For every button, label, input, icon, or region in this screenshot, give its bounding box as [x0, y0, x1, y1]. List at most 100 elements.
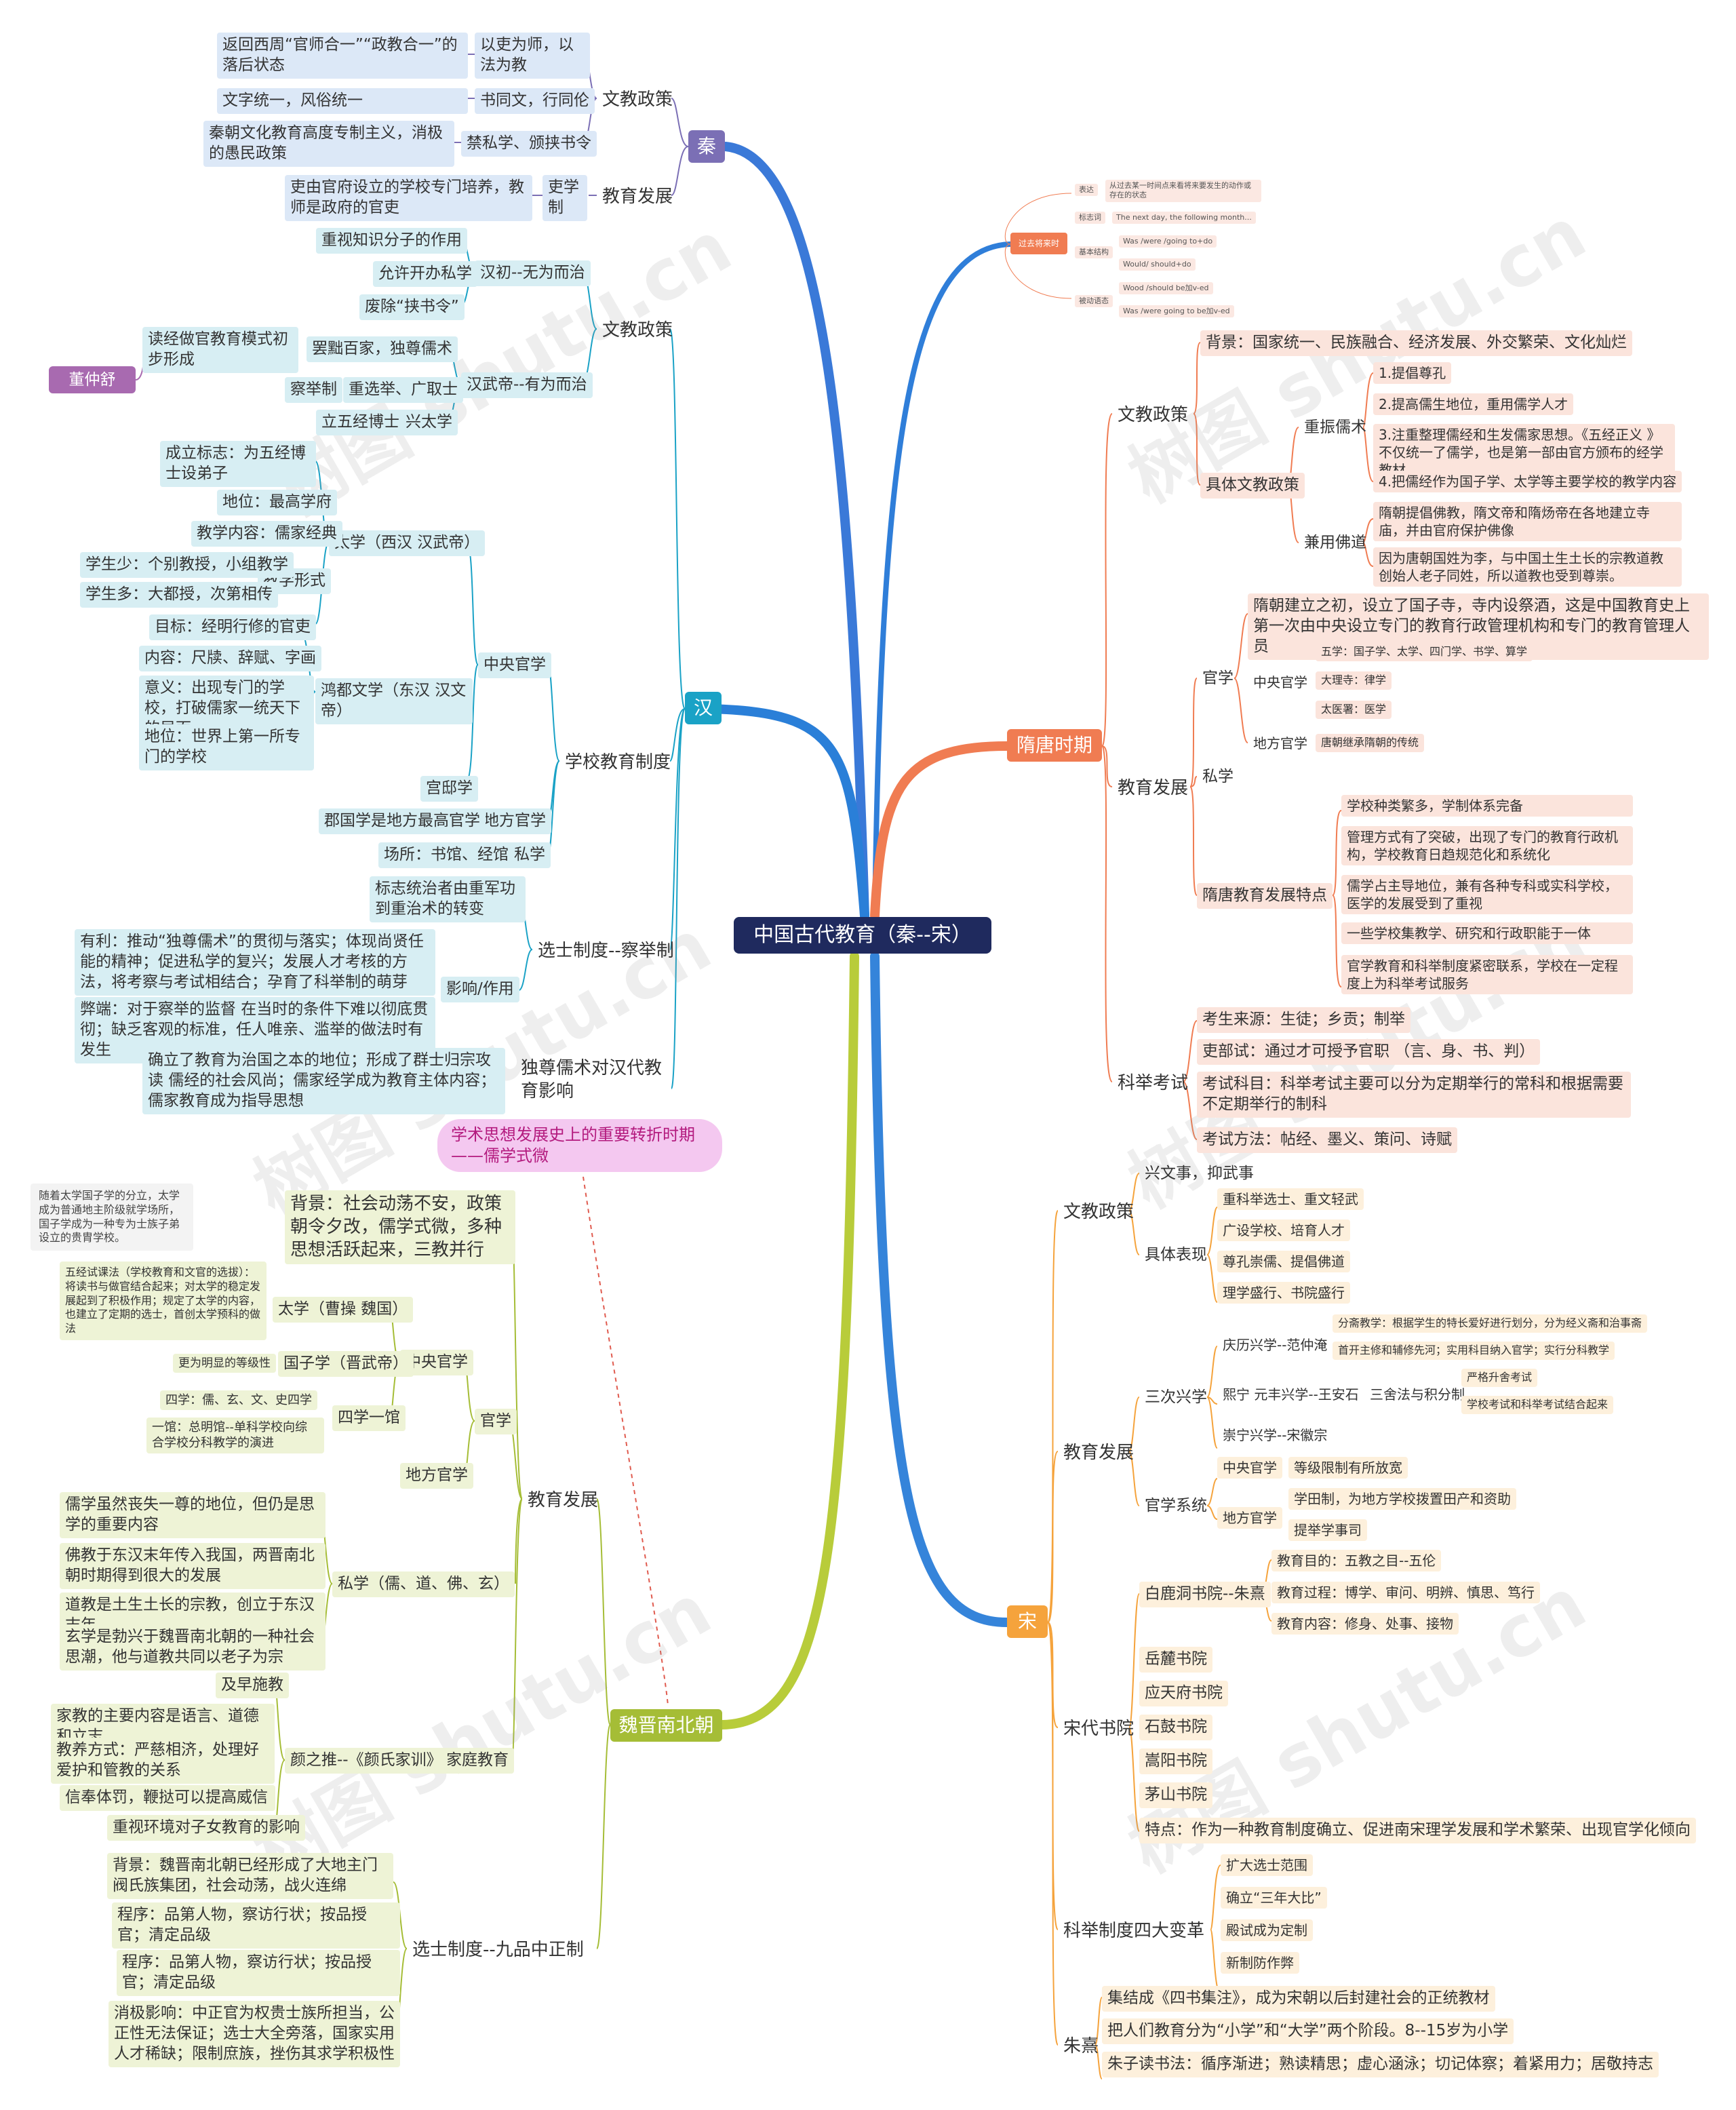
song-item: 集结成《四书集注》，成为宋朝以后封建社会的正统教材	[1102, 1986, 1495, 2012]
suitang-local-school[interactable]: 地方官学	[1253, 735, 1307, 751]
wei-local-school[interactable]: 地方官学	[400, 1463, 473, 1489]
suitang-zhenru[interactable]: 重振儒术	[1304, 418, 1366, 436]
wei-item-detail: 五经试课法（学校教育和文官的选拔）：将读书与做官结合起来；对太学的稳定发展起到了…	[60, 1262, 267, 1340]
branch-song[interactable]: 宋	[1007, 1605, 1048, 1638]
wei-yan-zhitui[interactable]: 颜之推--《颜氏家训》	[285, 1748, 448, 1774]
han-wenjiao-policy[interactable]: 文教政策	[602, 320, 673, 340]
wei-item: 消极影响：中正官为权贵士族所担当，公正性无法保证；选士大全旁落，国家实用人才稀缺…	[108, 2001, 400, 2067]
song-item: 分斋教学：根据学生的特长爱好进行划分，分为经义斋和治事斋	[1333, 1314, 1648, 1333]
suitang-item: 一些学校集教学、研究和行政职能于一体	[1341, 922, 1633, 944]
wei-family-education[interactable]: 家庭教育	[441, 1748, 514, 1774]
suitang-features[interactable]: 隋唐教育发展特点	[1197, 883, 1333, 909]
song-bailudong[interactable]: 白鹿洞书院--朱熹	[1139, 1582, 1271, 1607]
han-early[interactable]: 汉初--无为而治	[475, 260, 591, 286]
suitang-wenjiao[interactable]: 文教政策	[1118, 405, 1189, 425]
song-item: 理学盛行、书院盛行	[1217, 1282, 1350, 1304]
han-item: 标志统治者由重军功到重治术的转变	[370, 876, 526, 922]
song-shuyuan[interactable]: 宋代书院	[1063, 1719, 1135, 1739]
han-influence[interactable]: 影响/作用	[441, 977, 519, 1002]
callout-bubble[interactable]: 学术思想发展史上的重要转折时期——儒学式微	[437, 1119, 722, 1173]
han-taixue[interactable]: 太学（西汉 汉武帝）	[329, 530, 486, 556]
song-songyang[interactable]: 嵩阳书院	[1139, 1748, 1212, 1774]
han-item-detail: 读经做官教育模式初步形成	[142, 327, 298, 373]
grammar-item-detail: 从过去某一时间点来看将来要发生的动作或存在的状态	[1105, 180, 1261, 202]
song-item: 教育目的：五教之目--五伦	[1271, 1550, 1442, 1571]
han-wudi[interactable]: 汉武帝--有为而治	[461, 372, 593, 398]
song-item: 严格升舍考试	[1461, 1369, 1538, 1387]
song-official-system[interactable]: 官学系统	[1145, 1497, 1207, 1515]
song-shigu[interactable]: 石鼓书院	[1139, 1715, 1212, 1740]
wei-item: 及早施教	[216, 1673, 289, 1698]
song-sanshe[interactable]: 三舍法与积分制	[1370, 1386, 1465, 1403]
song-item: 等级限制有所放宽	[1288, 1457, 1408, 1479]
song-central-school[interactable]: 中央官学	[1217, 1457, 1282, 1479]
branch-weijin[interactable]: 魏晋南北朝	[610, 1709, 722, 1742]
branch-suitang[interactable]: 隋唐时期	[1007, 729, 1102, 762]
qin-item[interactable]: 以吏为师，以法为教	[475, 33, 590, 79]
song-education[interactable]: 教育发展	[1063, 1443, 1135, 1463]
han-dusun[interactable]: 独尊儒术对汉代教育影响	[521, 1058, 663, 1101]
song-item: 兴文事，抑武事	[1145, 1165, 1254, 1182]
suitang-fodao[interactable]: 兼用佛道	[1304, 534, 1366, 551]
wei-guozi[interactable]: 国子学（晋武帝）	[278, 1351, 414, 1377]
suitang-official-school[interactable]: 官学	[1202, 669, 1234, 687]
wei-private-school[interactable]: 私学（儒、道、佛、玄）	[332, 1571, 515, 1597]
dong-zhongshu-node[interactable]: 董仲舒	[49, 366, 136, 393]
song-wenjiao[interactable]: 文教政策	[1063, 1202, 1135, 1222]
branch-qin[interactable]: 秦	[688, 130, 725, 163]
wei-taixue[interactable]: 太学（曹操 魏国）	[273, 1297, 414, 1323]
grammar-item-detail: The next day, the following month...	[1112, 212, 1256, 224]
han-local-school[interactable]: 地方官学	[478, 808, 551, 834]
suitang-item: 因为唐朝国姓为李，与中国土生土长的宗教道教创始人老子同姓，所以道教也受到尊崇。	[1373, 547, 1682, 587]
suitang-education[interactable]: 教育发展	[1118, 778, 1189, 798]
grammar-item-detail: Was /were /going to+do	[1119, 235, 1217, 248]
song-chongning[interactable]: 崇宁兴学--宋徽宗	[1223, 1427, 1328, 1443]
qin-item-detail: 秦朝文化教育高度专制主义，消极的愚民政策	[203, 121, 454, 167]
song-item: 朱子读书法：循序渐进；熟读精思；虚心涵泳；切记体察；着紧用力；居敬持志	[1102, 2052, 1659, 2077]
suitang-private-school[interactable]: 私学	[1202, 768, 1234, 785]
suitang-keju[interactable]: 科举考试	[1118, 1073, 1189, 1093]
wei-item-detail: 一馆：总明馆--单科学校向综合学校分科教学的演进	[146, 1418, 324, 1453]
wei-jiupin[interactable]: 选士制度--九品中正制	[412, 1940, 584, 1960]
song-keju[interactable]: 科举制度四大变革	[1063, 1921, 1205, 1941]
song-item: 特点：作为一种教育制度确立、促进南宋理学发展和学术繁荣、出现官学化倾向	[1139, 1818, 1696, 1843]
han-item-detail: 学生多：大都授，次第相传	[80, 582, 278, 608]
han-private-school[interactable]: 私学	[509, 842, 551, 868]
song-xining[interactable]: 熙宁 元丰兴学--王安石	[1223, 1386, 1359, 1403]
qin-item[interactable]: 吏学制	[542, 175, 587, 221]
root-node[interactable]: 中国古代教育（秦--宋）	[734, 917, 991, 954]
qin-item[interactable]: 书同文，行同伦	[475, 88, 595, 114]
song-zhuxi[interactable]: 朱熹	[1063, 2036, 1099, 2056]
song-sanci[interactable]: 三次兴学	[1145, 1388, 1207, 1406]
han-central-school[interactable]: 中央官学	[478, 652, 551, 678]
suitang-central-school[interactable]: 中央官学	[1253, 674, 1307, 690]
qin-item[interactable]: 禁私学、颁挟书令	[461, 131, 597, 157]
suitang-specific-policy[interactable]: 具体文教政策	[1200, 473, 1305, 499]
branch-han[interactable]: 汉	[685, 692, 722, 724]
song-qingli[interactable]: 庆历兴学--范仲淹	[1223, 1337, 1328, 1353]
wei-education-development[interactable]: 教育发展	[528, 1490, 599, 1510]
song-maoshan[interactable]: 茅山书院	[1139, 1782, 1212, 1808]
qin-education-development[interactable]: 教育发展	[602, 187, 673, 207]
song-yingtian[interactable]: 应天府书院	[1139, 1681, 1228, 1706]
song-yuelu[interactable]: 岳麓书院	[1139, 1647, 1212, 1673]
branch-grammar[interactable]: 过去将来时	[1010, 233, 1067, 254]
song-item: 扩大选士范围	[1221, 1854, 1313, 1876]
song-specific[interactable]: 具体表现	[1145, 1246, 1207, 1264]
han-item-detail: 立五经博士	[316, 410, 405, 435]
wei-official-school[interactable]: 官学	[475, 1409, 517, 1434]
grammar-item: 标志词	[1075, 212, 1105, 224]
han-hongdu[interactable]: 鸿都文学（东汉 汉文帝）	[315, 678, 473, 724]
han-item: 重视知识分子的作用	[316, 228, 467, 254]
han-item: 成立标志：为五经博士设弟子	[160, 441, 316, 487]
grammar-item: 被动语态	[1075, 295, 1113, 308]
song-item: 尊孔崇儒、提倡佛道	[1217, 1251, 1350, 1272]
han-xuanju[interactable]: 选士制度--察举制	[538, 941, 674, 961]
qin-wenjiao-policy[interactable]: 文教政策	[602, 90, 673, 110]
song-item: 学校考试和科举考试结合起来	[1461, 1396, 1614, 1414]
wei-siguan[interactable]: 四学一馆	[332, 1405, 406, 1431]
han-school-system[interactable]: 学校教育制度	[565, 752, 671, 773]
song-item: 首开主修和辅修先河；实用科目纳入官学；实行分科教学	[1333, 1342, 1615, 1360]
song-item: 教育过程：博学、审问、明辨、慎思、笃行	[1271, 1582, 1540, 1603]
song-local-school[interactable]: 地方官学	[1217, 1507, 1282, 1529]
